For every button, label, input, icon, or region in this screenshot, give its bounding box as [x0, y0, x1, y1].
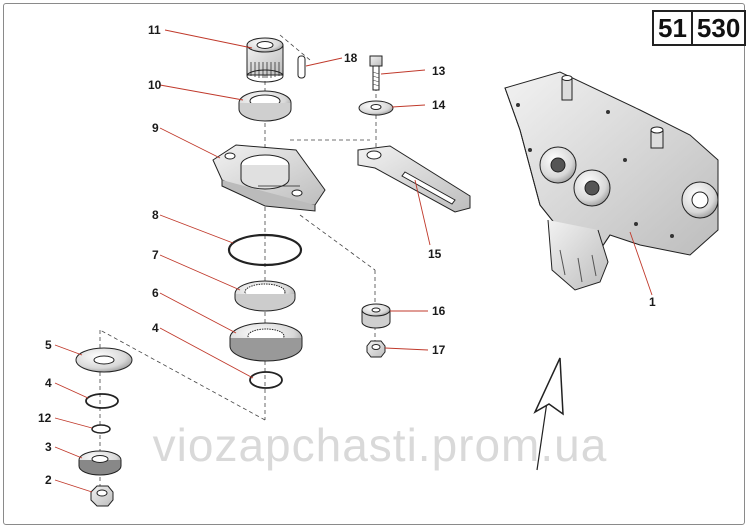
part-1-gearbox-housing: [504, 71, 719, 291]
callout-16: 16: [432, 304, 446, 318]
callout-10: 10: [148, 78, 162, 92]
callout-18: 18: [344, 51, 358, 65]
callout-11: 11: [148, 23, 161, 37]
part-2-nut: [90, 485, 114, 507]
callout-5: 5: [45, 338, 52, 352]
part-5-washer: [75, 347, 133, 373]
callout-12: 12: [38, 411, 52, 425]
callout-3: 3: [45, 440, 52, 454]
callout-13: 13: [432, 64, 446, 78]
part-14-washer: [358, 100, 394, 116]
page-number: 530: [696, 13, 741, 43]
callout-2: 2: [45, 473, 52, 487]
page-number-box: 51 530: [652, 10, 747, 46]
part-8-o-ring: [227, 233, 303, 267]
part-4-o-ring-upper: [249, 371, 283, 389]
callout-7: 7: [152, 248, 159, 262]
part-15-slotted-lever: [357, 145, 471, 213]
callout-6: 6: [152, 286, 159, 300]
callout-numbers: 11 10 9 8 7 6 4 5 4 12 3 2 18 13 14 15 1…: [38, 23, 656, 487]
callout-8: 8: [152, 208, 159, 222]
part-17-nut: [366, 340, 386, 358]
part-10-seal: [238, 90, 292, 122]
part-11-bushing: [246, 37, 284, 83]
part-4-o-ring-lower: [85, 393, 119, 409]
callout-leaders: [54, 29, 653, 493]
sheet-border: [3, 3, 745, 525]
callout-17: 17: [432, 343, 446, 357]
part-6-clutch-plate: [229, 322, 303, 362]
section-number: 51: [654, 12, 693, 44]
callout-4-lower: 4: [45, 376, 52, 390]
part-13-bolt: [369, 55, 383, 91]
part-12-ring: [91, 424, 111, 434]
part-7-friction-disc: [234, 280, 296, 312]
part-18-key: [297, 55, 306, 79]
part-16-spacer: [361, 303, 391, 329]
callout-9: 9: [152, 121, 159, 135]
part-3-bearing: [78, 450, 122, 476]
part-9-flange-plate: [212, 144, 326, 212]
callout-14: 14: [432, 98, 446, 112]
callout-4-upper: 4: [152, 321, 159, 335]
callout-15: 15: [428, 247, 442, 261]
callout-1: 1: [649, 295, 656, 309]
direction-arrow: [533, 357, 564, 471]
assembly-guide-lines: [99, 34, 377, 490]
